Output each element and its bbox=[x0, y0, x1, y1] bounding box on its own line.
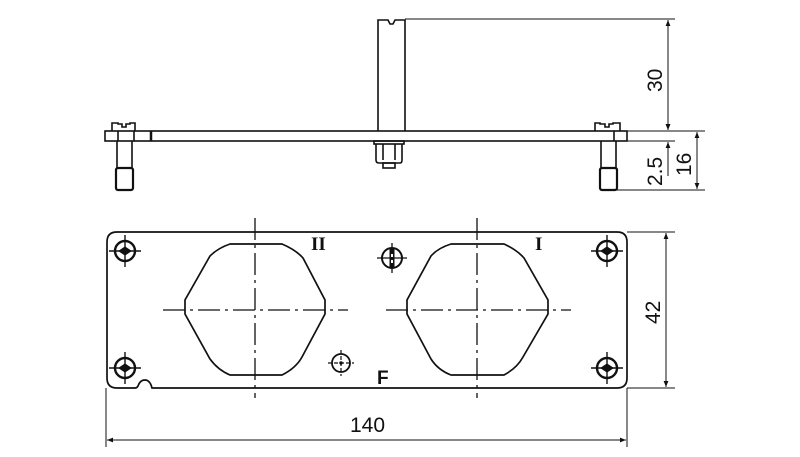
dimension-2-5: 2.5 bbox=[644, 157, 667, 186]
coding-pin-icon bbox=[328, 350, 354, 376]
dimension-16: 16 bbox=[673, 153, 696, 176]
screw-top-left-icon bbox=[109, 235, 141, 267]
left-screw-icon bbox=[111, 122, 136, 192]
plate-outline bbox=[106, 231, 628, 389]
stalk bbox=[377, 19, 406, 131]
front-view bbox=[106, 231, 628, 389]
nut-icon bbox=[373, 140, 405, 169]
front-view-dimensions bbox=[105, 231, 675, 447]
center-screw-icon bbox=[377, 243, 407, 273]
side-view bbox=[104, 19, 628, 192]
dimension-140: 140 bbox=[350, 414, 385, 437]
corner-screws bbox=[109, 235, 623, 384]
label-insert-II: II bbox=[311, 234, 326, 255]
screw-bottom-left-icon bbox=[109, 352, 141, 384]
label-insert-I: I bbox=[535, 234, 542, 255]
label-marking-F: F bbox=[377, 368, 389, 389]
right-screw-icon bbox=[594, 122, 621, 192]
insert-opening-right bbox=[406, 243, 549, 376]
screw-bottom-right-icon bbox=[591, 352, 623, 384]
side-view-dimensions bbox=[405, 18, 705, 191]
centerlines bbox=[163, 218, 571, 398]
plate-side bbox=[104, 130, 628, 142]
dimension-30: 30 bbox=[644, 69, 667, 92]
dimension-42: 42 bbox=[642, 301, 665, 324]
screw-top-right-icon bbox=[591, 235, 623, 267]
insert-opening-left bbox=[184, 243, 326, 376]
